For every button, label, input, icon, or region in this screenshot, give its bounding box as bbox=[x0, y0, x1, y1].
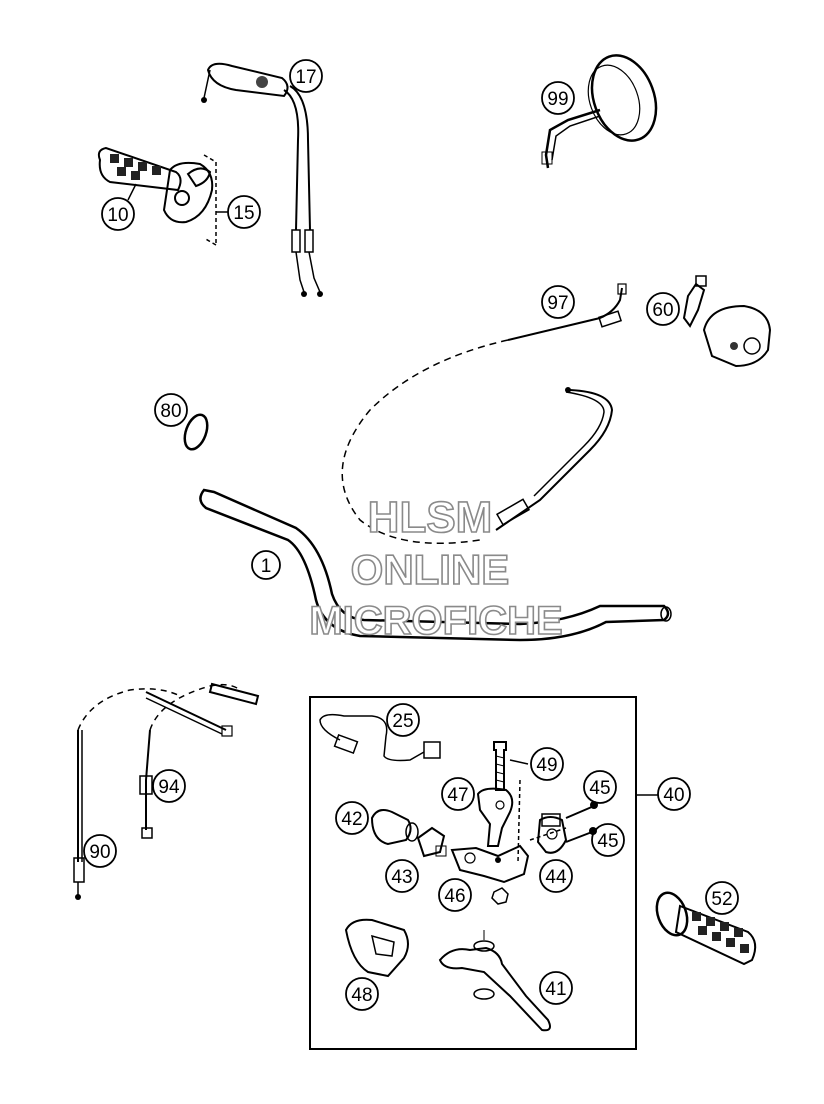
callout-46: 46 bbox=[438, 878, 472, 912]
callout-80: 80 bbox=[154, 393, 188, 427]
callout-94: 94 bbox=[152, 769, 186, 803]
callout-44: 44 bbox=[539, 859, 573, 893]
callout-1: 1 bbox=[251, 550, 281, 580]
svg-text:49: 49 bbox=[536, 755, 557, 776]
svg-text:90: 90 bbox=[89, 842, 110, 863]
svg-text:10: 10 bbox=[107, 205, 128, 226]
clamp-ring-part bbox=[183, 413, 209, 451]
svg-text:17: 17 bbox=[295, 67, 316, 88]
callout-40: 40 bbox=[657, 777, 691, 811]
callout-90: 90 bbox=[83, 834, 117, 868]
svg-text:40: 40 bbox=[663, 785, 684, 806]
callout-42: 42 bbox=[335, 801, 369, 835]
svg-text:97: 97 bbox=[547, 293, 568, 314]
kit-frame bbox=[309, 696, 658, 1050]
svg-text:48: 48 bbox=[351, 985, 372, 1006]
throttle-cable-part bbox=[201, 62, 323, 297]
hot-start-cable-part bbox=[341, 283, 627, 544]
svg-text:80: 80 bbox=[160, 401, 181, 422]
svg-text:41: 41 bbox=[545, 979, 566, 1000]
svg-text:15: 15 bbox=[233, 203, 254, 224]
handlebar-part bbox=[199, 488, 672, 642]
callout-45-lower: 45 bbox=[591, 823, 625, 857]
callout-49: 49 bbox=[530, 747, 564, 781]
watermark-line-3: MICROFICHE bbox=[309, 599, 562, 643]
callout-10: 10 bbox=[101, 197, 135, 231]
throttle-grip-part bbox=[97, 146, 228, 246]
callout-25: 25 bbox=[386, 703, 420, 737]
clutch-lever-part bbox=[438, 930, 551, 1032]
clutch-assembly-parts bbox=[370, 741, 598, 905]
watermark-line-1: HLSM bbox=[368, 493, 493, 542]
decompression-cable-part bbox=[139, 682, 260, 839]
mirror-part bbox=[541, 54, 658, 169]
svg-text:25: 25 bbox=[392, 711, 413, 732]
watermark: HLSM ONLINE MICROFICHE bbox=[309, 492, 564, 644]
svg-text:45: 45 bbox=[597, 831, 618, 852]
callout-41: 41 bbox=[539, 971, 573, 1005]
clutch-cable-part bbox=[73, 688, 233, 900]
svg-text:94: 94 bbox=[158, 777, 180, 798]
callout-47: 47 bbox=[441, 777, 475, 811]
callout-17: 17 bbox=[289, 59, 323, 93]
callout-45-upper: 45 bbox=[583, 770, 617, 804]
svg-text:44: 44 bbox=[545, 867, 567, 888]
callout-43: 43 bbox=[385, 859, 419, 893]
callout-99: 99 bbox=[541, 81, 575, 115]
svg-text:46: 46 bbox=[444, 886, 465, 907]
switch-part bbox=[682, 275, 772, 368]
callout-48: 48 bbox=[345, 977, 379, 1011]
svg-text:99: 99 bbox=[547, 89, 568, 110]
lever-cover-part bbox=[344, 918, 409, 978]
watermark-line-2: ONLINE bbox=[351, 546, 510, 593]
callout-15: 15 bbox=[227, 195, 261, 229]
svg-text:52: 52 bbox=[711, 889, 732, 910]
svg-text:1: 1 bbox=[261, 556, 272, 577]
svg-text:47: 47 bbox=[447, 785, 468, 806]
svg-text:60: 60 bbox=[652, 300, 673, 321]
svg-text:42: 42 bbox=[341, 809, 362, 830]
svg-text:45: 45 bbox=[589, 778, 610, 799]
left-grip-part bbox=[655, 891, 757, 966]
callout-97: 97 bbox=[541, 285, 575, 319]
callout-52: 52 bbox=[705, 881, 739, 915]
sensor-part bbox=[319, 713, 441, 762]
svg-text:43: 43 bbox=[391, 867, 412, 888]
callout-60: 60 bbox=[646, 292, 680, 326]
